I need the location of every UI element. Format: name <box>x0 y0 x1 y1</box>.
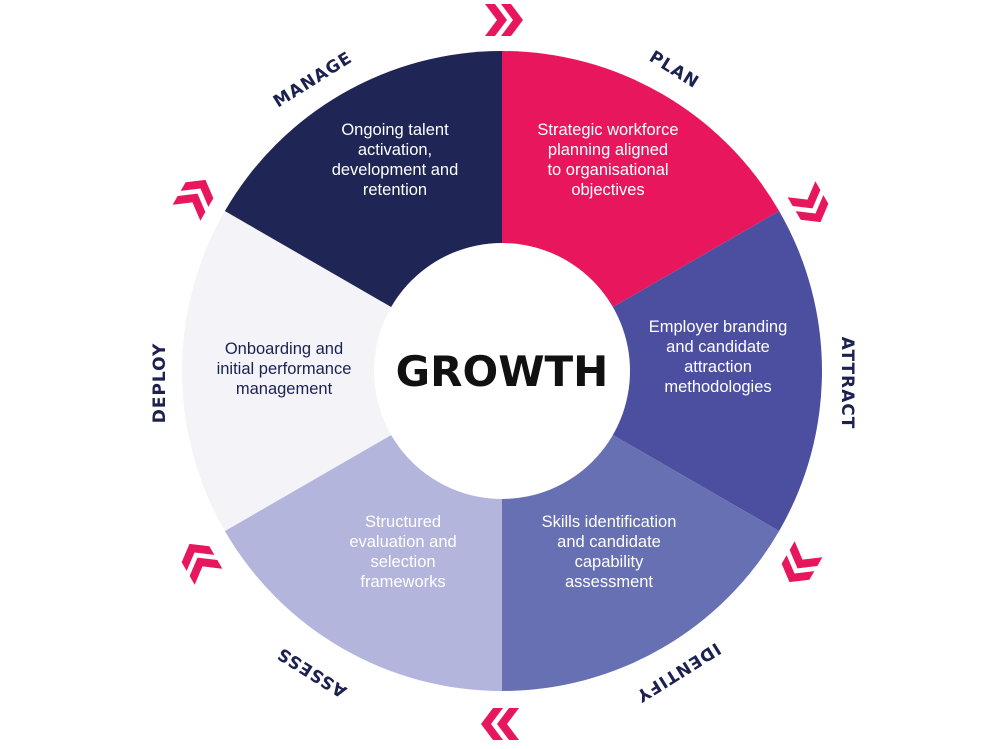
segment-attract-line: methodologies <box>664 378 771 396</box>
segment-deploy-line: Onboarding and <box>225 340 343 358</box>
label-attract: ATTRACT <box>837 337 857 430</box>
chevron-icon <box>181 543 215 571</box>
label-plan: PLAN <box>646 47 703 93</box>
chevron-icon <box>189 557 223 585</box>
chevron-icon <box>789 541 823 569</box>
chevron-icon <box>485 4 507 36</box>
chevron-icon <box>501 4 523 36</box>
segment-attract <box>502 211 823 531</box>
segment-deploy-description: Onboarding and initial performance managem… <box>217 340 352 398</box>
center-label: GROWTH <box>396 347 609 396</box>
segment-identify-line: assessment <box>565 573 653 591</box>
segment-attract-line: attraction <box>684 358 752 376</box>
label-assess: ASSESS <box>274 643 351 701</box>
segment-assess-line: selection <box>370 553 435 571</box>
hub: GROWTH <box>374 243 630 499</box>
segment-attract-description: Employer branding and candidate attraction… <box>649 318 788 396</box>
arrow-upper-left-icon <box>172 179 214 221</box>
segment-identify-line: Skills identification <box>542 513 677 531</box>
segment-plan-line: planning aligned <box>548 141 668 159</box>
segment-assess-line: evaluation and <box>349 533 456 551</box>
segment-manage-description: Ongoing talent activation, development and… <box>332 121 459 199</box>
segment-identify-line: and candidate <box>557 533 661 551</box>
chevron-icon <box>781 555 815 583</box>
segment-identify-line: capability <box>575 553 645 571</box>
arrow-lower-right-icon <box>781 541 823 583</box>
chevron-icon <box>481 708 503 740</box>
segment-identify-description: Skills identification and candidate capabi… <box>542 513 677 591</box>
segment-attract-line: Employer branding <box>649 318 788 336</box>
segment-deploy-line: initial performance <box>217 360 352 378</box>
segment-assess-description: Structured evaluation and selection framewo… <box>349 513 456 591</box>
segment-deploy <box>181 211 502 531</box>
segment-manage-line: Ongoing talent <box>341 121 449 139</box>
arrow-upper-right-icon <box>787 181 829 223</box>
chevron-icon <box>795 195 829 223</box>
segment-plan-line: objectives <box>571 181 644 199</box>
segment-plan-line: Strategic workforce <box>537 121 678 139</box>
segment-assess-line: Structured <box>365 513 441 531</box>
arrow-lower-left-icon <box>181 543 223 585</box>
segment-manage-line: retention <box>363 181 427 199</box>
segment-attract-line: and candidate <box>666 338 770 356</box>
segment-deploy-line: management <box>236 380 333 398</box>
segment-plan-description: Strategic workforce planning aligned to or… <box>537 121 678 199</box>
center-circle <box>374 243 630 499</box>
arrow-top-icon <box>485 4 523 36</box>
segment-assess-line: frameworks <box>360 573 445 591</box>
segment-plan-line: to organisational <box>547 161 668 179</box>
chevron-icon <box>180 179 214 207</box>
label-deploy: DEPLOY <box>150 343 170 424</box>
chevron-icon <box>787 181 821 209</box>
segment-manage-line: activation, <box>358 141 432 159</box>
arrow-bottom-icon <box>481 708 519 740</box>
segment-manage-line: development and <box>332 161 459 179</box>
chevron-icon <box>497 708 519 740</box>
chevron-icon <box>172 193 206 221</box>
direction-arrows <box>172 4 829 740</box>
